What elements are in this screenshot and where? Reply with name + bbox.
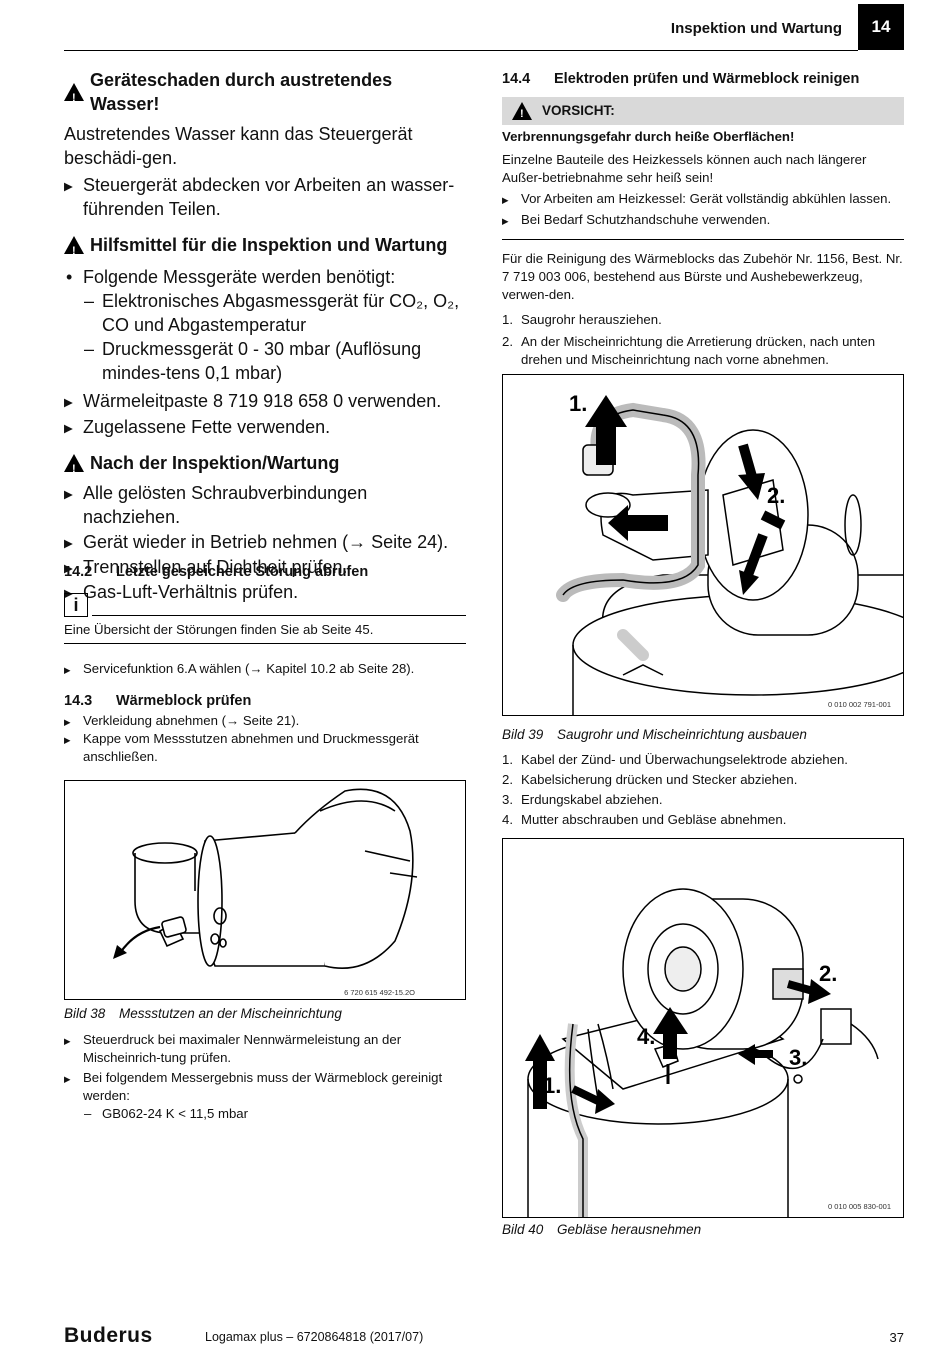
dash-threshold: GB062-24 K < 11,5 mbar <box>64 1105 466 1123</box>
warning-triangle-icon <box>512 102 532 123</box>
step-cover-controller: Steuergerät abdecken vor Arbeiten an was… <box>64 173 466 221</box>
brand-logo: Buderus <box>64 1324 153 1347</box>
header-rule <box>64 50 858 51</box>
warning-heading-water: Geräteschaden durch austretendes Wasser! <box>64 68 466 116</box>
figure-38: 6 720 615 492-15.2O <box>64 780 466 1000</box>
step-after-2: Gerät wieder in Betrieb nehmen (→ Seite … <box>64 530 466 556</box>
step-remove-casing: Verkleidung abnehmen (→ Seite 21). <box>64 712 466 731</box>
step-connect-gauge: Kappe vom Messstutzen abnehmen und Druck… <box>64 730 466 766</box>
list1-item-2: 2.An der Mischeinrichtung die Arretierun… <box>502 334 876 367</box>
figure-39-illustration: 1. 2. <box>556 391 934 715</box>
warning-triangle-icon <box>64 236 84 263</box>
list2-item-2: 2.Kabelsicherung drücken und Stecker abz… <box>502 772 798 787</box>
step-check-control-pressure: Steuerdruck bei maximaler Nennwärmeleist… <box>64 1031 466 1067</box>
figure-40-label-1: 1. <box>543 1073 561 1098</box>
info-text: Eine Übersicht der Störungen finden Sie … <box>64 621 466 644</box>
figure-40-code: 0 010 005 830-001 <box>828 1202 891 1211</box>
figure-40-label-4: 4. <box>637 1024 655 1049</box>
warning-triangle-icon <box>64 454 84 481</box>
step-clean-condition: Bei folgendem Messergebnis muss der Wärm… <box>64 1069 466 1105</box>
right-column-list2: 1.Kabel der Zünd- und Überwachungselektr… <box>502 751 904 829</box>
page-number: 37 <box>889 1330 904 1345</box>
caution-title: Verbrennungsgefahr durch heiße Oberfläch… <box>502 129 795 144</box>
cleaning-paragraph: Für die Reinigung des Wärmeblocks das Zu… <box>502 251 903 302</box>
footer-document: Logamax plus – 6720864818 (2017/07) <box>205 1330 424 1344</box>
figure-40-label-2: 2. <box>819 961 837 986</box>
warning-body-water: Austretendes Wasser kann das Steuergerät… <box>64 124 413 168</box>
list1-item-1: 1.Saugrohr herausziehen. <box>502 312 662 327</box>
chapter-number-tab: 14 <box>858 4 904 50</box>
bullet-instruments: Folgende Messgeräte werden benötigt: <box>64 265 466 289</box>
warning-triangle-icon <box>64 83 84 110</box>
step-thermal-paste: Wärmeleitpaste 8 719 918 658 0 verwenden… <box>64 389 466 415</box>
figure-40-label-3: 3. <box>789 1045 807 1070</box>
caution-step-1: Vor Arbeiten am Heizkessel: Gerät vollst… <box>502 190 904 209</box>
info-icon: i <box>64 593 88 617</box>
step-after-1: Alle gelösten Schraubverbindungen nachzi… <box>64 481 466 529</box>
step-after-3: Trennstellen auf Dichtheit prüfen. <box>64 555 466 581</box>
list2-item-3: 3.Erdungskabel abziehen. <box>502 792 663 807</box>
list2-item-4: 4.Mutter abschrauben und Gebläse abnehme… <box>502 812 787 827</box>
step-greases: Zugelassene Fette verwenden. <box>64 415 466 441</box>
caution-bar: VORSICHT: <box>502 97 904 125</box>
figure-40-illustration: 1. 2. 3. 4. <box>525 888 879 1217</box>
warning-heading-tools: Hilfsmittel für die Inspektion und Wartu… <box>64 233 466 263</box>
info-box-header: i <box>64 593 466 617</box>
caution-step-2: Bei Bedarf Schutzhandschuhe verwenden. <box>502 211 904 230</box>
running-header-title: Inspektion und Wartung <box>670 20 842 37</box>
figure-39-code: 0 010 002 791-001 <box>828 700 891 709</box>
figure-39-label-2: 2. <box>767 483 785 508</box>
step-service-function: Servicefunktion 6.A wählen (→ Kapitel 10… <box>64 660 466 679</box>
figure-38-illustration <box>113 788 418 969</box>
left-column-large: Geräteschaden durch austretendes Wasser!… <box>64 68 466 606</box>
dash-pressure-gauge: Druckmessgerät 0 - 30 mbar (Auflösung mi… <box>64 337 466 385</box>
dash-flue-gas-analyzer: Elektronisches Abgasmessgerät für CO₂, O… <box>64 289 466 337</box>
left-column-bottom: Steuerdruck bei maximaler Nennwärmeleist… <box>64 1031 466 1123</box>
figure-40: 1. 2. 3. 4. 0 010 005 830-001 <box>502 838 904 1218</box>
figure-38-code: 6 720 615 492-15.2O <box>344 988 415 997</box>
list2-item-1: 1.Kabel der Zünd- und Überwachungselektr… <box>502 752 848 767</box>
warning-heading-after: Nach der Inspektion/Wartung <box>64 451 466 481</box>
figure-39-label-1: 1. <box>569 391 587 416</box>
figure-39: 1. 2. 0 010 002 791-001 <box>502 374 934 716</box>
caution-body: Einzelne Bauteile des Heizkessels können… <box>502 152 867 185</box>
